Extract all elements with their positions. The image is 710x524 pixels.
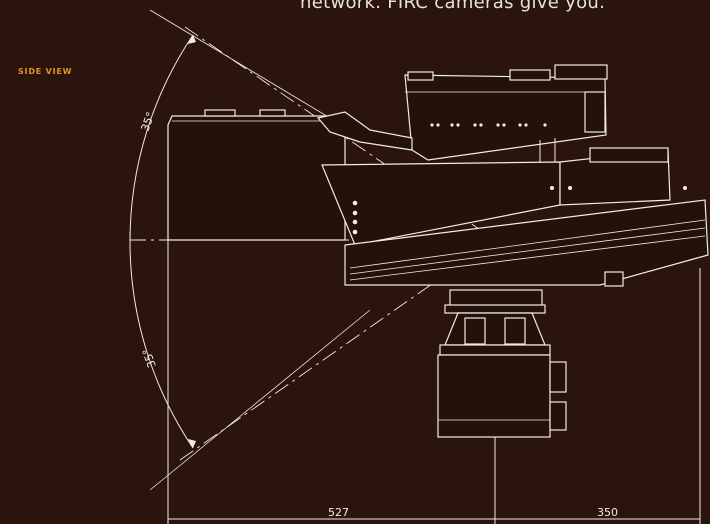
lower-arc-arrowhead	[188, 439, 196, 448]
upper-sensor-housing	[316, 64, 608, 165]
intro-text: network. FIRC cameras give you.	[300, 0, 606, 13]
main-camera-body	[321, 147, 709, 287]
rear-mount-body	[167, 109, 346, 241]
width-right-label: 350	[597, 506, 618, 519]
upper-arc-arrowhead	[188, 35, 196, 44]
lower-extension-line	[149, 309, 371, 491]
width-dimensions	[167, 125, 701, 524]
pan-tilt-base	[437, 289, 567, 520]
lower-angle-arc	[129, 239, 194, 449]
width-left-label: 527	[328, 506, 349, 519]
upper-extension-line	[149, 9, 351, 131]
lower-angle-label: 35°	[140, 347, 159, 370]
upper-angle-label: 35°	[139, 110, 158, 133]
upper-angle-arc	[129, 34, 194, 241]
side-view-label: SIDE VIEW	[18, 67, 73, 76]
